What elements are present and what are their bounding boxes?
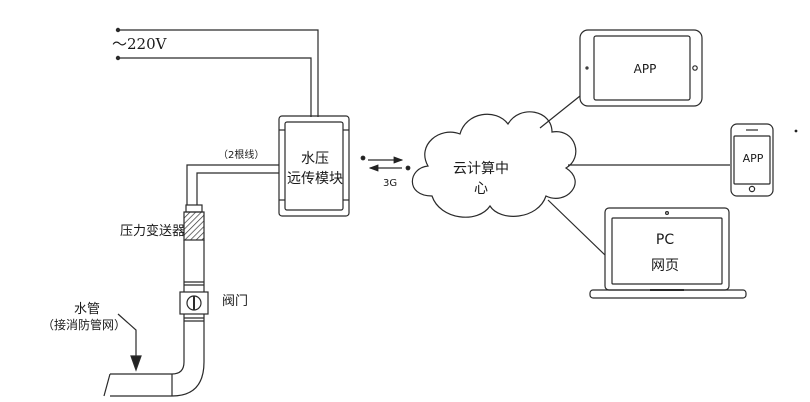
valve-label: 阀门 <box>222 294 249 309</box>
sensor-cable <box>186 164 279 205</box>
wire-count-label: （2根线） <box>218 150 265 161</box>
tablet-app-label: APP <box>633 62 657 76</box>
phone-app-label: APP <box>742 152 764 165</box>
cloud-to-laptop-line <box>547 199 606 256</box>
laptop-device <box>589 207 747 299</box>
tablet-device <box>579 29 703 107</box>
module-label-line1: 水压 <box>301 151 329 167</box>
pipe-label-line1: 水管 <box>74 302 101 317</box>
main-pipe <box>103 361 205 397</box>
power-voltage-label: ～220V <box>112 35 167 53</box>
cloud-shape <box>411 111 577 218</box>
cloud-label-line2: 心 <box>474 181 488 197</box>
pipe-label-line2: （接消防管网） <box>42 318 127 332</box>
pipe-leader-arrow <box>117 313 142 372</box>
power-wires <box>115 27 319 117</box>
pressure-transmitter-label: 压力变送器 <box>120 224 186 239</box>
3g-label: 3G <box>383 178 398 189</box>
stray-dot <box>794 129 798 133</box>
cloud-to-tablet-line <box>539 95 581 129</box>
remote-module-box <box>278 115 350 217</box>
cloud-label-line1: 云计算中 <box>453 161 509 177</box>
phone-device <box>730 123 774 197</box>
3g-link-arrows <box>360 155 411 172</box>
valve-symbol <box>179 291 209 315</box>
laptop-label-line2: 网页 <box>651 258 679 274</box>
laptop-label-line1: PC <box>655 232 675 248</box>
module-label-line2: 远传模块 <box>287 171 343 187</box>
pressure-transmitter <box>183 204 205 241</box>
